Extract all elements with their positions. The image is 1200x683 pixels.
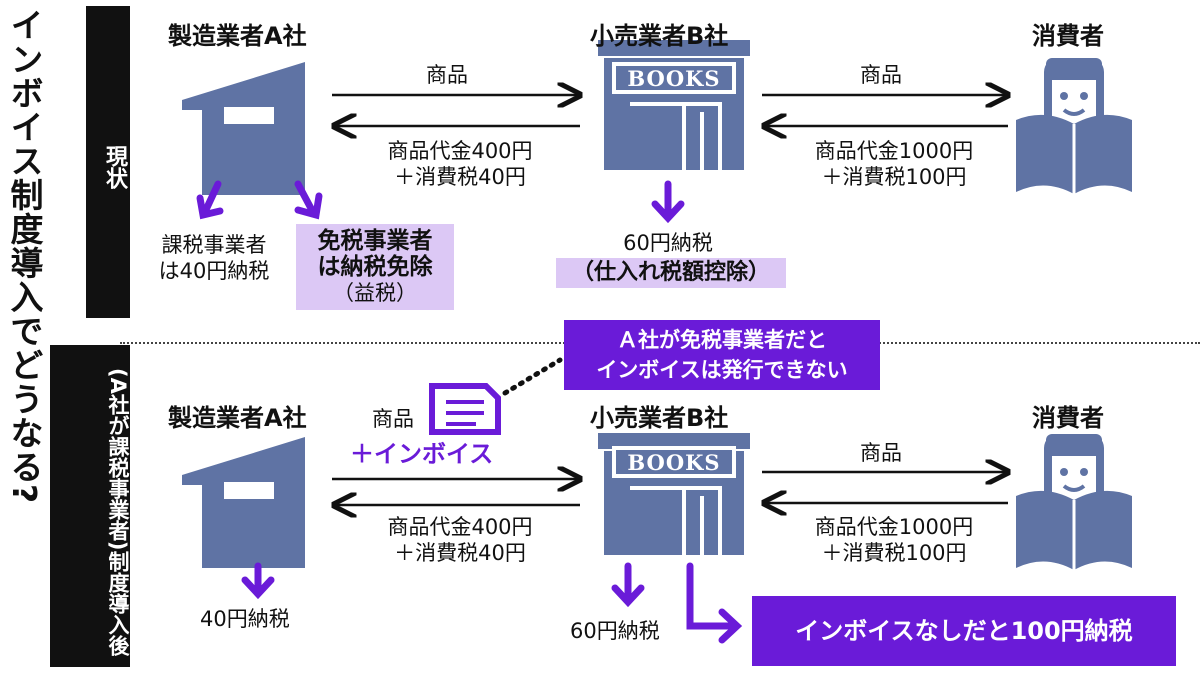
section-band-after: (A社が課税事業者) 制度導入後 bbox=[50, 345, 130, 667]
arrow-down-icon bbox=[241, 562, 743, 644]
retailer-name: 小売業者B社 bbox=[590, 22, 729, 50]
manufacturer-name: 製造業者A社 bbox=[168, 404, 307, 432]
goods-label-ab: 商品 bbox=[426, 63, 468, 87]
payment-tax: ＋消費税40円 bbox=[394, 541, 526, 565]
section-label-after-2: (A社が課税事業者) bbox=[106, 368, 130, 551]
section-label-current: 現状 bbox=[102, 145, 127, 189]
section-band-current: 現状 bbox=[86, 6, 130, 318]
no-invoice-note: インボイスなしだと100円納税 bbox=[752, 596, 1176, 666]
callout-line2: インボイスは発行できない bbox=[596, 358, 848, 382]
bookstore-icon bbox=[598, 433, 750, 555]
exempt-note-line3: （益税） bbox=[333, 281, 417, 305]
payment-bc: 商品代金1000円 ＋消費税100円 bbox=[796, 138, 992, 190]
payment-ab: 商品代金400円 ＋消費税40円 bbox=[370, 138, 550, 190]
exempt-note-line1: 免税事業者 bbox=[317, 228, 433, 254]
callout-connector bbox=[502, 357, 563, 396]
retailer-tax: 60円納税 bbox=[570, 619, 660, 643]
store-sign: BOOKS bbox=[627, 66, 721, 91]
goods-label-bc: 商品 bbox=[860, 63, 902, 87]
retailer-name: 小売業者B社 bbox=[590, 404, 729, 432]
consumer-name: 消費者 bbox=[1032, 404, 1104, 432]
exempt-note: 免税事業者 は納税免除 （益税） bbox=[296, 224, 454, 310]
bookstore-icon bbox=[598, 40, 750, 170]
page-title: インボイス制度導入でどうなる? bbox=[5, 8, 44, 505]
payment-price: 商品代金1000円 bbox=[814, 139, 974, 163]
factory-icon bbox=[182, 62, 305, 195]
payment-ab: 商品代金400円 ＋消費税40円 bbox=[370, 514, 550, 566]
payment-price: 商品代金400円 bbox=[387, 515, 533, 539]
taxable-note-line2: は40円納税 bbox=[158, 259, 270, 283]
flow-arrows-current bbox=[332, 95, 1008, 126]
invoice-icon bbox=[429, 383, 501, 435]
consumer-name: 消費者 bbox=[1032, 22, 1104, 50]
reader-icon bbox=[1016, 434, 1132, 570]
flow-arrows-after bbox=[332, 472, 1008, 505]
payment-tax: ＋消費税100円 bbox=[821, 165, 967, 189]
retailer-tax: 60円納税 bbox=[623, 231, 713, 255]
reader-icon bbox=[1016, 58, 1132, 194]
payment-price: 商品代金1000円 bbox=[814, 515, 974, 539]
store-sign: BOOKS bbox=[627, 450, 721, 475]
factory-icon bbox=[182, 437, 305, 568]
payment-tax: ＋消費税40円 bbox=[394, 165, 526, 189]
taxable-note: 課税事業者 は40円納税 bbox=[140, 232, 288, 284]
input-tax-credit-note: （仕入れ税額控除） bbox=[556, 258, 786, 288]
goods-label-bc: 商品 bbox=[860, 441, 902, 465]
manufacturer-tax: 40円納税 bbox=[200, 607, 290, 631]
callout-box: Ａ社が免税事業者だと インボイスは発行できない bbox=[564, 320, 880, 390]
callout-line1: Ａ社が免税事業者だと bbox=[617, 328, 827, 352]
payment-tax: ＋消費税100円 bbox=[821, 541, 967, 565]
invoice-label: ＋インボイス bbox=[350, 440, 494, 468]
manufacturer-name: 製造業者A社 bbox=[168, 22, 307, 50]
arrow-down-icon bbox=[196, 180, 685, 224]
payment-price: 商品代金400円 bbox=[387, 139, 533, 163]
taxable-note-line1: 課税事業者 bbox=[161, 233, 267, 257]
payment-bc: 商品代金1000円 ＋消費税100円 bbox=[796, 514, 992, 566]
goods-label-ab: 商品 bbox=[372, 407, 414, 431]
section-label-after-1: 制度導入後 bbox=[106, 550, 130, 656]
exempt-note-line2: は納税免除 bbox=[317, 254, 433, 280]
